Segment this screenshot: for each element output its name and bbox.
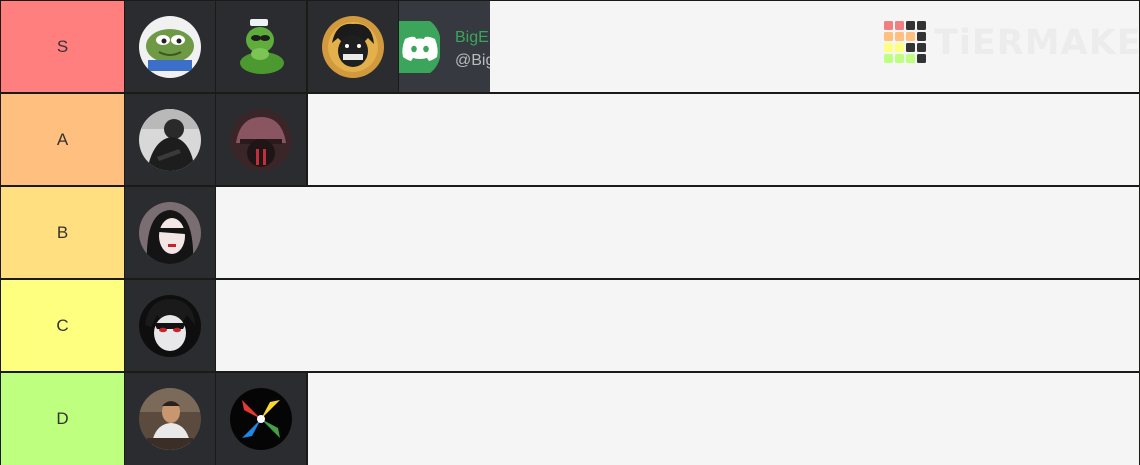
discord-handle: @Big (455, 52, 490, 69)
tier-dropzone-b[interactable] (216, 187, 1139, 278)
man-photo-avatar (139, 388, 201, 450)
frog-meme-avatar (139, 16, 201, 78)
tier-row-c: C (0, 280, 1140, 371)
tier-item[interactable] (216, 1, 306, 92)
tiermaker-watermark: TiERMAKER (884, 21, 1140, 65)
anime-red-eyes-avatar (139, 295, 201, 357)
tier-row-s: S (0, 1, 1140, 92)
tier-item[interactable] (125, 1, 215, 92)
discord-icon (399, 15, 441, 79)
colorful-x-logo-avatar (230, 388, 292, 450)
discord-display-name: BigE (455, 29, 489, 46)
tier-dropzone-d[interactable] (308, 373, 1139, 465)
anime-girl-avatar (139, 202, 201, 264)
cartoon-worm-avatar (230, 16, 292, 78)
tier-item[interactable] (125, 187, 215, 278)
tier-dropzone-s[interactable] (490, 1, 1139, 92)
tier-dropzone-a[interactable] (308, 94, 1139, 185)
tiermaker-logo-icon (884, 21, 926, 63)
tier-row-a: A (0, 94, 1140, 185)
tier-dropzone-c[interactable] (216, 280, 1139, 371)
tier-label-c: C (1, 280, 124, 371)
hooded-character-avatar (230, 109, 292, 171)
tier-item[interactable] (125, 94, 215, 185)
tier-item[interactable] (125, 373, 215, 465)
discord-profile-card[interactable]: BigE @Big (399, 1, 490, 92)
tier-row-b: B (0, 187, 1140, 278)
tier-item[interactable] (216, 373, 306, 465)
tier-label-b: B (1, 187, 124, 278)
tier-item[interactable] (216, 94, 306, 185)
tier-label-s: S (1, 1, 124, 92)
anime-boy-avatar (322, 16, 384, 78)
dark-photo-avatar (139, 109, 201, 171)
tier-label-d: D (1, 373, 124, 465)
tier-item[interactable] (125, 280, 215, 371)
tier-row-d: D (0, 373, 1140, 465)
tiermaker-logo-text: TiERMAKER (934, 23, 1140, 63)
tier-item[interactable] (308, 1, 398, 92)
tier-label-a: A (1, 94, 124, 185)
